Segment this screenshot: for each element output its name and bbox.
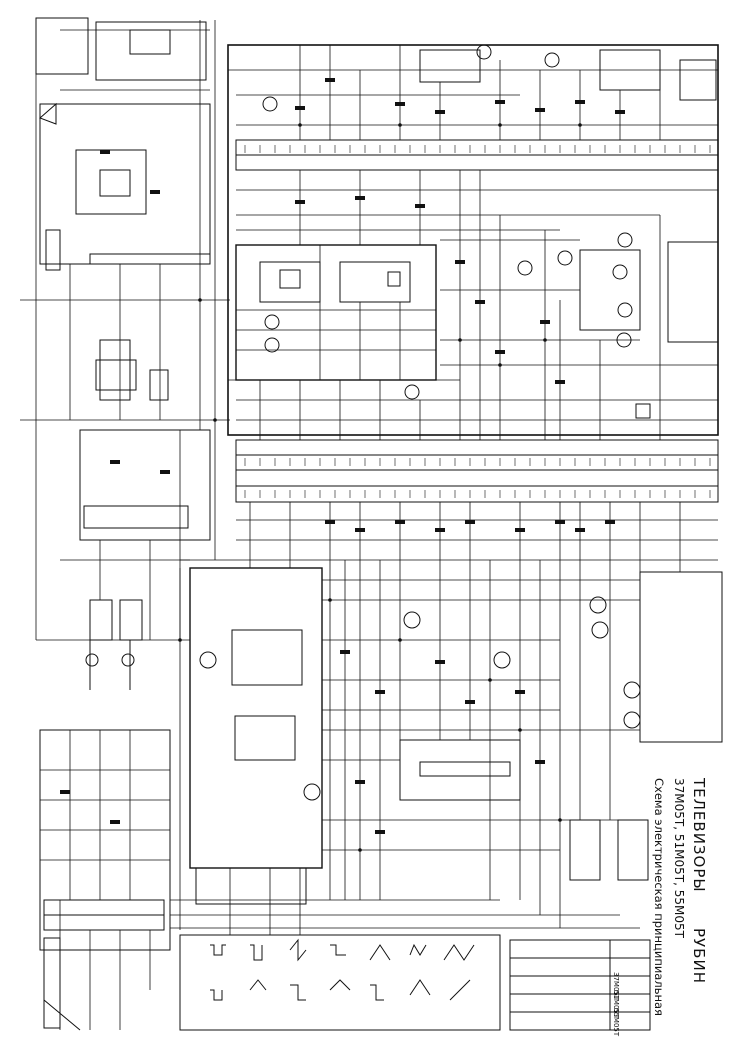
title-block: ТЕЛЕВИЗОРЫ РУБИН 37М05Т, 51М05Т, 55М05Т …: [640, 778, 710, 1018]
right-connector-frame: [667, 241, 719, 343]
right-lower-frame: [639, 571, 723, 743]
power-supply-frame: [39, 103, 211, 265]
model-table-cell-2: 51М05Т: [612, 990, 620, 1019]
upper-bus-frame: [227, 44, 719, 436]
title-line-tv: ТЕЛЕВИЗОРЫ: [690, 778, 708, 893]
crt-panel-frame: [39, 729, 171, 951]
model-table-cell-1: 37М05Т: [612, 972, 620, 1001]
model-table-cell-3: 55М05Т: [612, 1008, 620, 1037]
central-ic-frame: [235, 244, 437, 381]
title-line-description: Схема электрическая принципиальная: [652, 778, 666, 1016]
title-line-models: 37М05Т, 51М05Т, 55М05Т: [672, 778, 686, 938]
lower-left-frame: [189, 567, 323, 869]
model-table-frame: [509, 939, 651, 1031]
waveform-strip: [179, 934, 501, 1031]
middle-data-bus: [235, 439, 719, 503]
title-line-brand: РУБИН: [690, 928, 708, 984]
